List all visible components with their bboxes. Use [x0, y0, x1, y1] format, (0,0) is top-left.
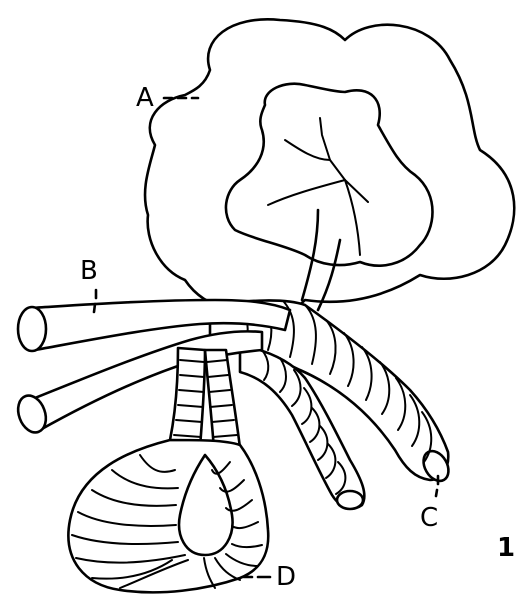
figure-number: 1: [497, 535, 515, 561]
label-b: B: [80, 258, 98, 284]
structure-d-outer-outline: [68, 440, 268, 592]
tube-b-end: [18, 307, 46, 351]
structure-a-outer-outline: [145, 19, 514, 316]
label-a: A: [136, 85, 154, 111]
label-c: C: [420, 505, 438, 531]
label-d: D: [276, 564, 296, 590]
leader-line-b: [94, 290, 96, 312]
middle-tube-end: [337, 491, 363, 509]
